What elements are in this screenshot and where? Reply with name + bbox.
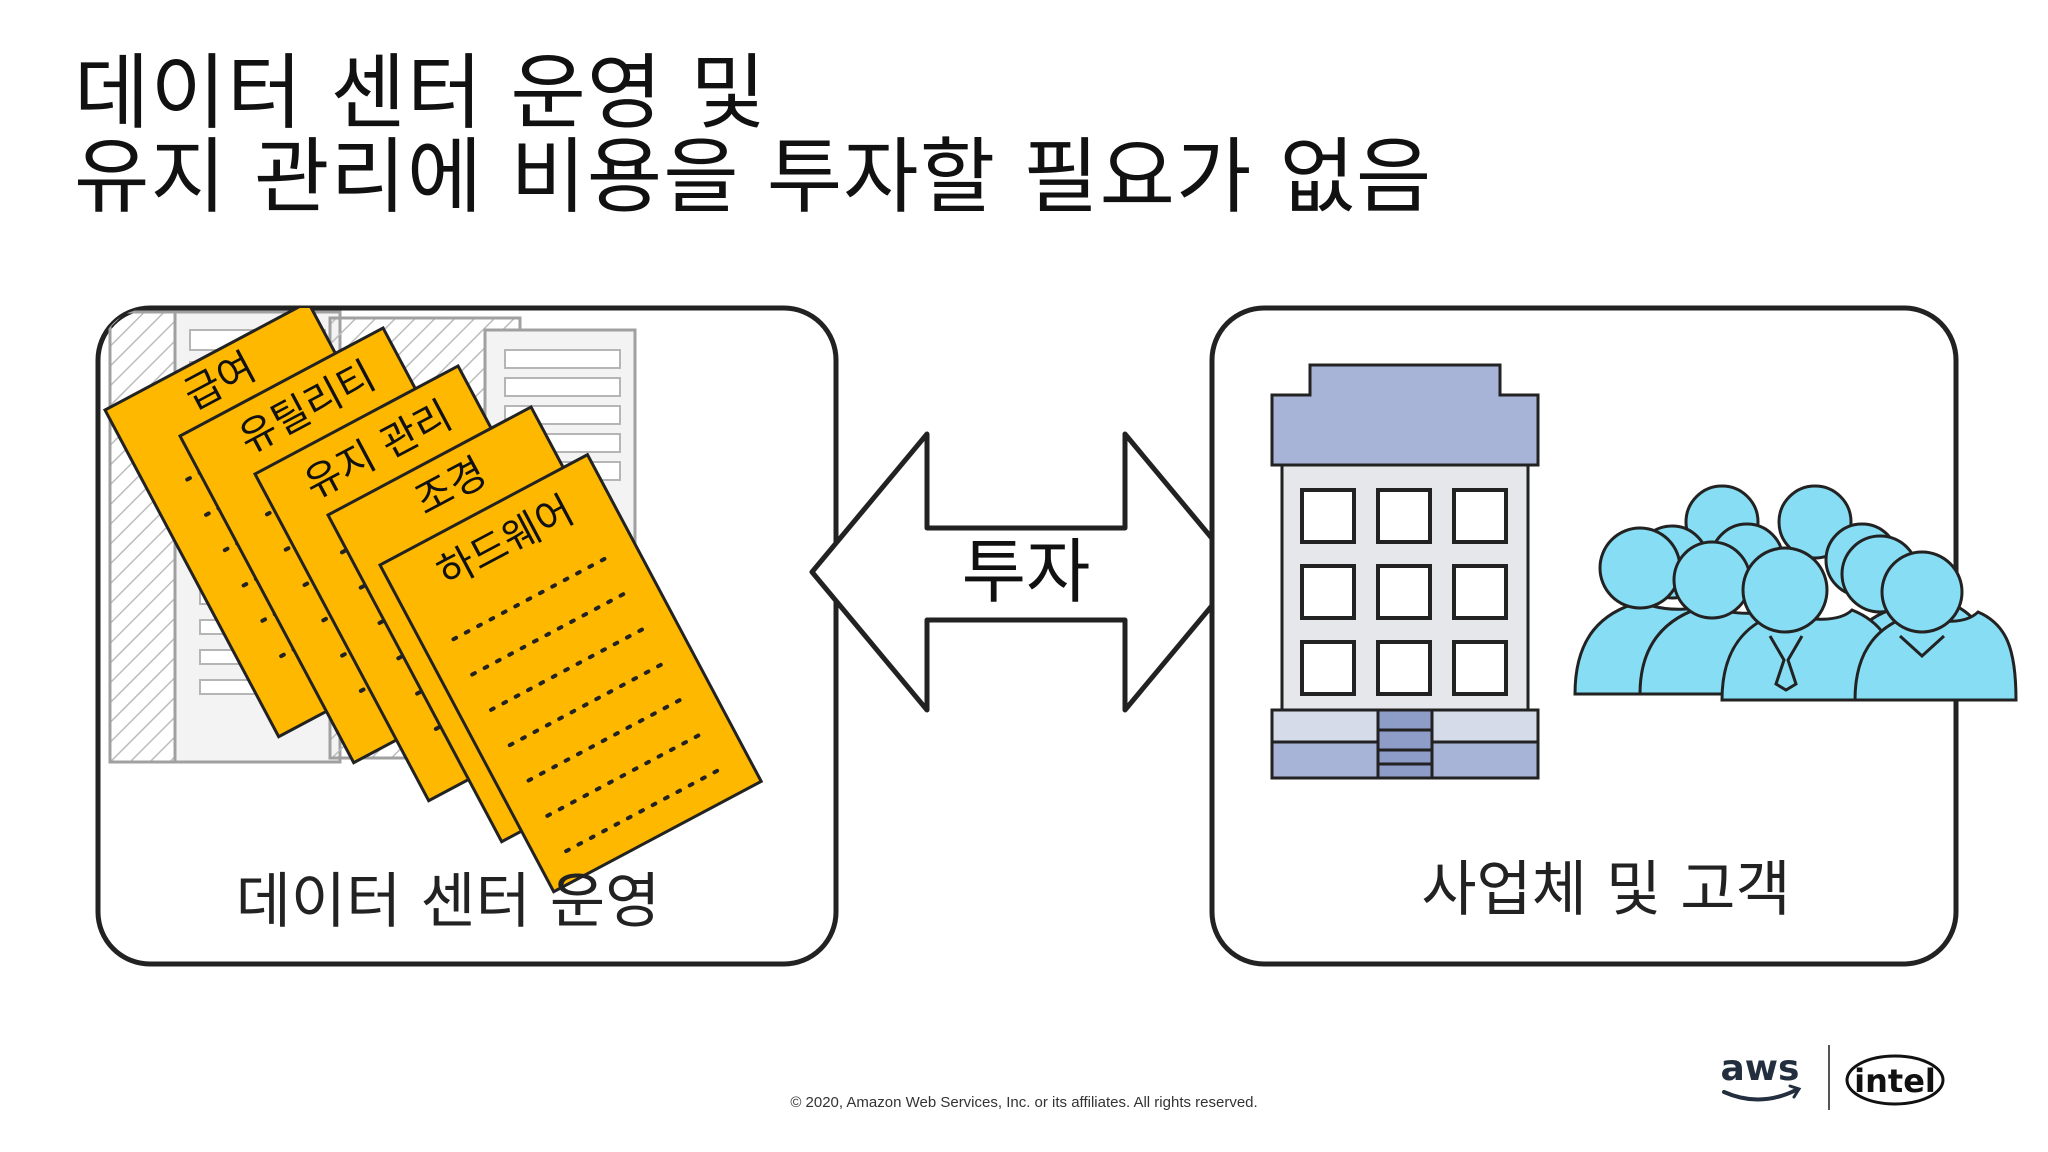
title-line-2: 유지 관리에 비용을 투자할 필요가 없음 (74, 130, 1433, 225)
data-center-panel: 급여 유틸리티 유지 관리 조경 하드웨어 (95, 305, 839, 967)
aws-logo-text: aws (1721, 1048, 1800, 1089)
aws-logo: aws (1721, 1048, 1802, 1102)
title-line-1: 데이터 센터 운영 및 (74, 46, 767, 141)
double-arrow-icon: 투자 (809, 431, 1243, 713)
document-icon (377, 452, 764, 894)
office-building-icon (1270, 363, 1540, 780)
intel-logo-text: intel (1854, 1062, 1936, 1100)
data-center-label: 데이터 센터 운영 (236, 867, 661, 937)
intel-logo: intel (1845, 1054, 1945, 1106)
business-customers-label: 사업체 및 고객 (1421, 855, 1790, 925)
document-hardware: 하드웨어 (377, 452, 764, 894)
slide-title: 데이터 센터 운영 및 유지 관리에 비용을 투자할 필요가 없음 (74, 52, 1432, 220)
people-group-icon (1573, 484, 2018, 702)
investment-label: 투자 (962, 531, 1091, 613)
business-customers-panel: 사업체 및 고객 (1209, 305, 2018, 967)
copyright-notice: © 2020, Amazon Web Services, Inc. or its… (790, 1094, 1258, 1111)
